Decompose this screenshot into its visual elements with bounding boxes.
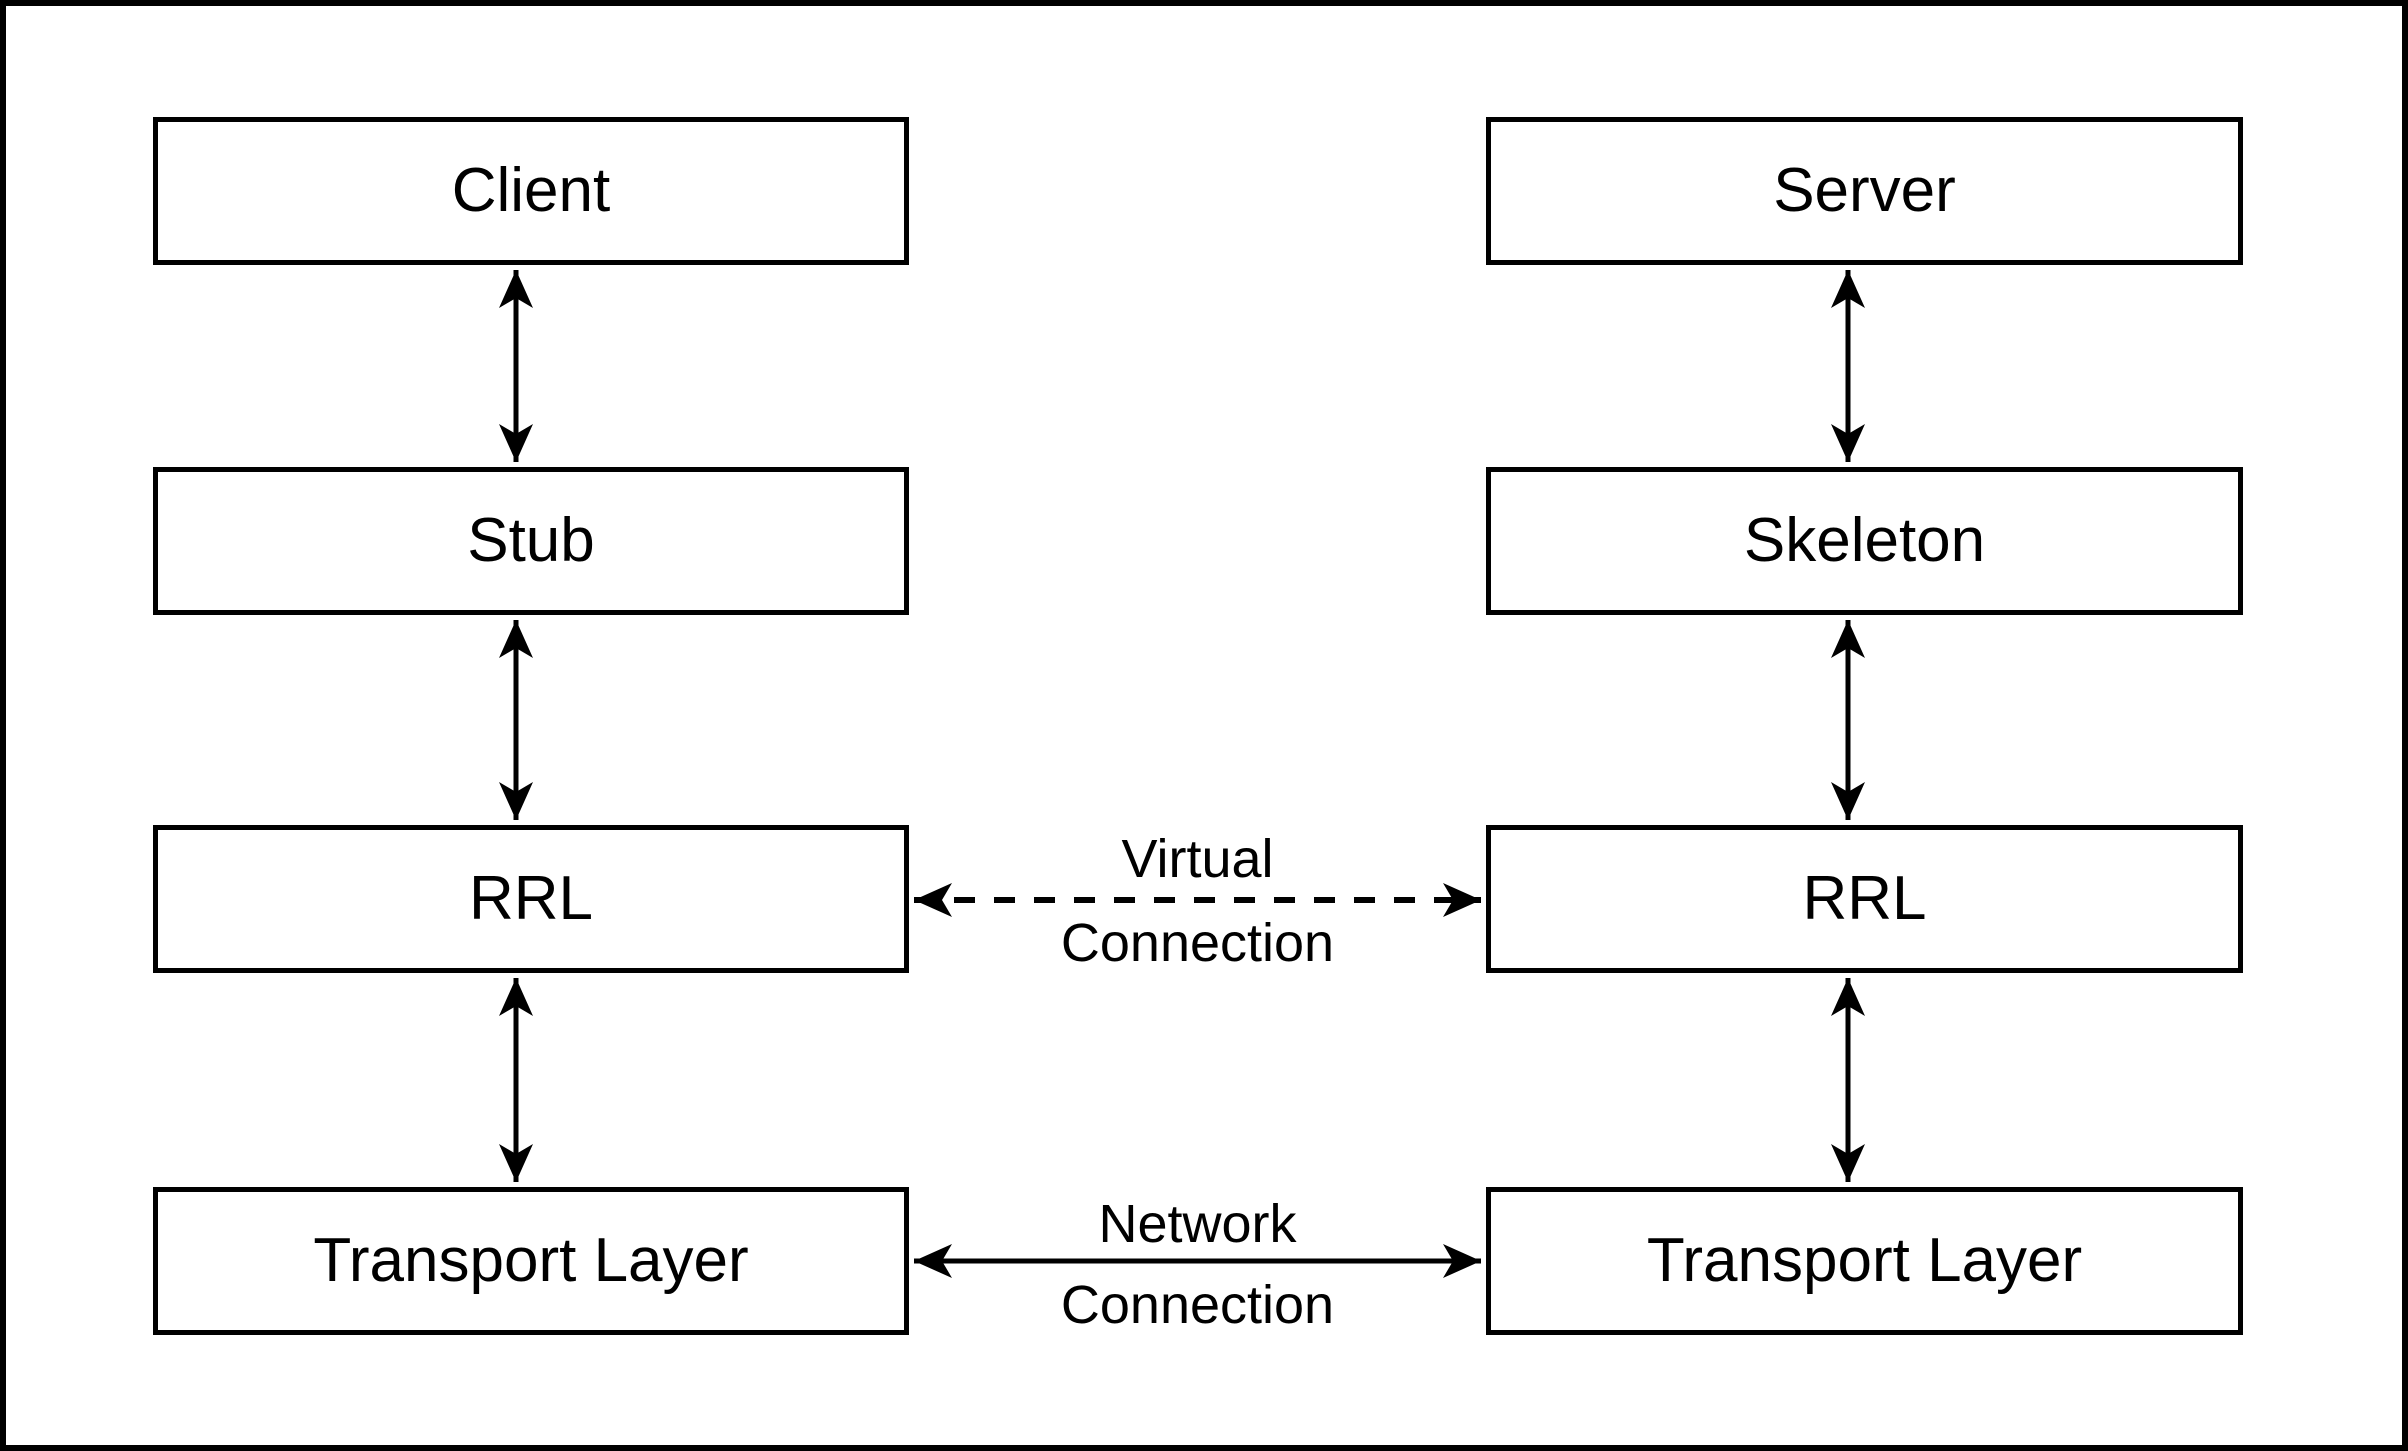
node-label: Server [1773, 156, 1956, 225]
node-label: Transport Layer [1646, 1226, 2083, 1295]
node-label: RRL [1802, 864, 1927, 933]
network-connection-label-line1: Network [1098, 1194, 1297, 1254]
node-label: RRL [468, 864, 594, 933]
node-label: Stub [467, 506, 595, 575]
node-skeleton: Skeleton [1486, 467, 2243, 615]
node-rrl-client-side: RRL [153, 825, 909, 973]
node-rrl-server-side: RRL [1486, 825, 2243, 973]
node-stub: Stub [153, 467, 909, 615]
node-transport-layer-client-side: Transport Layer [153, 1187, 909, 1335]
node-label: Transport Layer [313, 1226, 749, 1295]
virtual-connection-label-line2: Connection [1060, 913, 1335, 973]
node-transport-layer-server-side: Transport Layer [1486, 1187, 2243, 1335]
node-server: Server [1486, 117, 2243, 265]
virtual-connection-label-line1: Virtual [1121, 829, 1274, 889]
node-client: Client [153, 117, 909, 265]
node-label: Client [451, 156, 611, 225]
network-connection-label-line2: Connection [1060, 1275, 1335, 1335]
node-label: Skeleton [1743, 506, 1986, 575]
